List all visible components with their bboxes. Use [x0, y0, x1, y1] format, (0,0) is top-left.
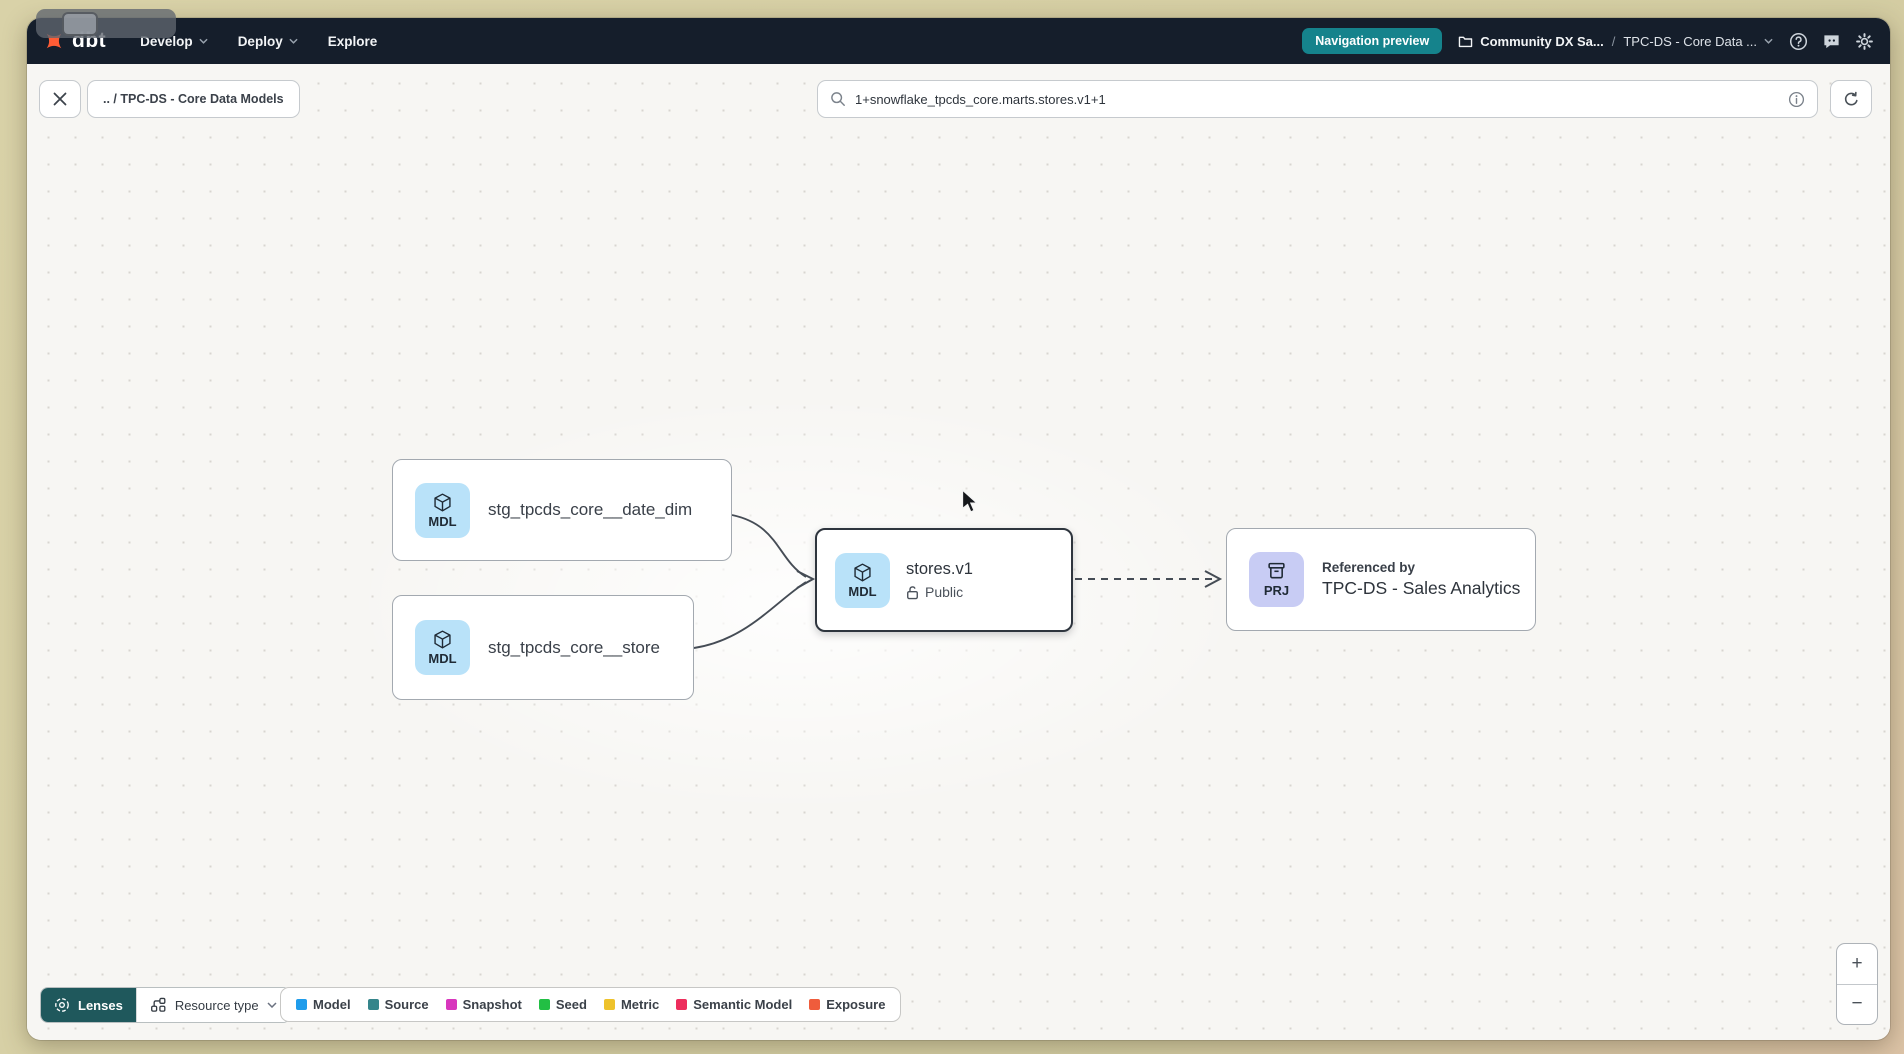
chevron-down-icon: [199, 38, 208, 44]
node-kicker: Referenced by: [1322, 560, 1416, 575]
node-stg-tpcds-core-store[interactable]: MDL stg_tpcds_core__store: [392, 595, 694, 700]
folder-icon: [1458, 36, 1473, 47]
lenses-label: Lenses: [78, 997, 123, 1013]
node-title: TPC-DS - Sales Analytics: [1322, 578, 1521, 598]
legend-label: Semantic Model: [693, 997, 793, 1012]
cube-icon: [434, 492, 451, 512]
access-label: Public: [925, 584, 964, 600]
legend-item-metric: Metric: [603, 997, 660, 1012]
lenses-control-group: Lenses Resource type: [40, 987, 291, 1023]
resource-type-legend: Model Source Snapshot Seed Metric Semant…: [280, 987, 902, 1022]
close-button[interactable]: [39, 80, 81, 118]
search-icon: [831, 92, 845, 106]
navigation-preview-badge[interactable]: Navigation preview: [1302, 28, 1443, 54]
refresh-icon: [1844, 91, 1858, 105]
legend-swatch: [445, 999, 457, 1010]
legend-label: Source: [384, 997, 429, 1012]
chevron-down-icon: [1764, 38, 1773, 44]
feedback-icon[interactable]: [1822, 32, 1841, 51]
breadcrumb: Community DX Sa... / TPC-DS - Core Data …: [1458, 34, 1773, 49]
legend-item-semantic-model: Semantic Model: [676, 997, 792, 1012]
model-type-chip: MDL: [415, 620, 470, 675]
cube-icon: [854, 562, 871, 582]
zoom-control: + −: [1836, 943, 1878, 1025]
model-type-chip: MDL: [835, 552, 890, 608]
chevron-down-icon: [267, 1002, 277, 1008]
node-referenced-by-project[interactable]: PRJ Referenced by TPC-DS - Sales Analyti…: [1226, 528, 1536, 631]
node-text-block: stores.v1 Public: [906, 560, 973, 600]
cube-icon: [434, 630, 451, 649]
legend-label: Snapshot: [462, 997, 522, 1012]
lineage-path-chip[interactable]: .. / TPC-DS - Core Data Models: [87, 80, 300, 118]
node-label: stg_tpcds_core__store: [488, 637, 660, 657]
node-label: stg_tpcds_core__date_dim: [488, 500, 693, 519]
type-chip-label: MDL: [428, 651, 457, 666]
legend-label: Seed: [555, 997, 587, 1012]
breadcrumb-project-label: Community DX Sa...: [1480, 33, 1604, 49]
legend-item-source: Source: [367, 997, 429, 1012]
legend-swatch: [296, 999, 307, 1010]
lens-icon: [55, 998, 69, 1012]
legend-item-seed: Seed: [538, 997, 587, 1012]
refresh-lineage-button[interactable]: [1830, 80, 1872, 118]
type-chip-label: MDL: [848, 583, 877, 599]
resource-graph-icon: [150, 997, 166, 1012]
close-icon: [53, 92, 67, 106]
resource-type-button[interactable]: Resource type: [135, 988, 290, 1022]
legend-label: Model: [313, 997, 351, 1012]
lenses-button[interactable]: Lenses: [41, 988, 136, 1022]
lineage-selector-input[interactable]: [855, 91, 1779, 107]
legend-label: Metric: [620, 997, 660, 1012]
screen-capture-overlay: [36, 9, 176, 38]
legend-swatch: [676, 999, 688, 1010]
zoom-in-button[interactable]: +: [1837, 944, 1877, 985]
resource-type-label: Resource type: [174, 997, 259, 1013]
project-type-chip: PRJ: [1249, 552, 1304, 607]
archive-icon: [1268, 562, 1285, 579]
breadcrumb-current-label: TPC-DS - Core Data ...: [1623, 33, 1757, 49]
help-icon[interactable]: [1789, 32, 1808, 51]
node-stores-v1-selected[interactable]: MDL stores.v1 Public: [815, 528, 1073, 632]
legend-item-snapshot: Snapshot: [445, 997, 522, 1012]
zoom-out-button[interactable]: −: [1851, 993, 1863, 1015]
breadcrumb-separator: /: [1611, 33, 1616, 49]
type-chip-label: MDL: [428, 513, 457, 529]
node-stg-tpcds-core-date-dim[interactable]: MDL stg_tpcds_core__date_dim: [392, 459, 732, 561]
type-chip-label: PRJ: [1263, 583, 1290, 598]
unlock-icon: [907, 585, 918, 599]
info-icon[interactable]: [1788, 91, 1805, 108]
breadcrumb-current[interactable]: TPC-DS - Core Data ...: [1623, 34, 1773, 49]
legend-swatch: [538, 999, 550, 1010]
node-access-row: Public: [906, 584, 973, 600]
legend-swatch: [809, 999, 821, 1010]
node-title: stores.v1: [906, 560, 973, 578]
menu-deploy-label: Deploy: [237, 33, 283, 49]
capture-window-icon: [62, 11, 98, 36]
node-text-block: Referenced by TPC-DS - Sales Analytics: [1322, 560, 1520, 599]
dbt-cloud-window: dbt Develop Deploy Explore Navigation pr…: [27, 18, 1890, 1040]
breadcrumb-project[interactable]: Community DX Sa...: [1458, 34, 1604, 49]
chevron-down-icon: [289, 38, 298, 44]
menu-deploy[interactable]: Deploy: [238, 34, 298, 49]
legend-label: Exposure: [826, 997, 886, 1012]
lineage-selector-box: [817, 80, 1818, 118]
legend-item-model: Model: [296, 997, 351, 1012]
main-menu: Develop Deploy Explore: [140, 34, 377, 49]
navbar-icons: [1789, 32, 1874, 51]
legend-swatch: [367, 999, 379, 1010]
settings-gear-icon[interactable]: [1855, 32, 1874, 51]
menu-explore-label: Explore: [327, 33, 378, 49]
top-navbar: dbt Develop Deploy Explore Navigation pr…: [27, 18, 1890, 64]
model-type-chip: MDL: [415, 482, 470, 538]
legend-swatch: [603, 999, 615, 1010]
legend-item-exposure: Exposure: [809, 997, 885, 1012]
menu-explore[interactable]: Explore: [328, 34, 378, 49]
navbar-right: Navigation preview Community DX Sa... / …: [1302, 28, 1874, 54]
